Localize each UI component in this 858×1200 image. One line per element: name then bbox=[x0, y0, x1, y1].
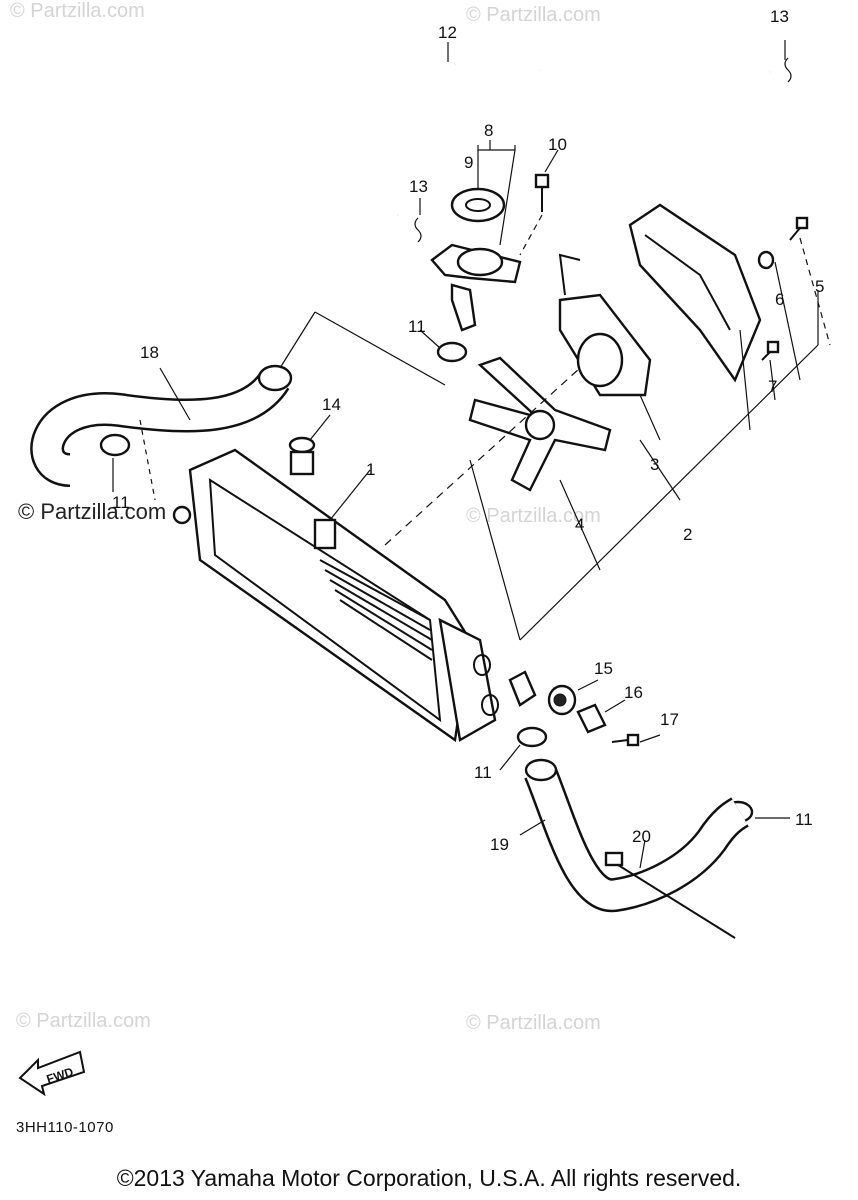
part-4-fan-blade bbox=[468, 356, 612, 492]
watermark-top-center: © Partzilla.com bbox=[466, 4, 601, 26]
leader-lines bbox=[112, 40, 831, 869]
callout-20: 20 bbox=[632, 827, 651, 846]
callout-1: 1 bbox=[366, 460, 375, 479]
watermark-mid-center: © Partzilla.com bbox=[466, 505, 601, 527]
callout-11-left: 11 bbox=[112, 493, 130, 512]
watermark-mid-left: © Partzilla.com bbox=[18, 499, 167, 524]
callout-11-mid: 11 bbox=[474, 763, 492, 782]
callout-2: 2 bbox=[683, 525, 692, 544]
part-10-bolt bbox=[534, 173, 550, 212]
part-15-grommet bbox=[547, 684, 577, 716]
watermark-top-left: © Partzilla.com bbox=[10, 0, 145, 22]
part-14-cap bbox=[288, 436, 316, 476]
part-12-hose bbox=[354, 61, 771, 218]
callout-15: 15 bbox=[594, 659, 613, 678]
callout-10: 10 bbox=[548, 135, 567, 154]
watermark-bottom-left: © Partzilla.com bbox=[16, 1010, 151, 1032]
part-20-cable-tie bbox=[604, 851, 736, 939]
part-7-bolt bbox=[761, 340, 780, 361]
part-5-bolt bbox=[789, 216, 809, 241]
copyright-notice: ©2013 Yamaha Motor Corporation, U.S.A. A… bbox=[116, 1165, 742, 1191]
part-13-clip-a bbox=[784, 57, 792, 83]
diagram-code: 3HH110-1070 bbox=[16, 1119, 114, 1136]
fwd-arrow-icon: FWD bbox=[18, 1050, 86, 1097]
callout-11-upper: 11 bbox=[408, 317, 426, 336]
part-17-bolt bbox=[611, 733, 640, 747]
callout-7: 7 bbox=[768, 377, 777, 396]
callout-13-top: 13 bbox=[770, 7, 789, 26]
callout-5: 5 bbox=[815, 277, 824, 296]
part-19-lower-hose bbox=[524, 758, 749, 913]
callout-11-right: 11 bbox=[795, 810, 813, 829]
radiator-mount-bracket bbox=[508, 670, 537, 707]
callout-16: 16 bbox=[624, 683, 643, 702]
part-2-shroud bbox=[628, 203, 762, 383]
callout-12: 12 bbox=[438, 23, 457, 42]
part-9-cap bbox=[450, 187, 506, 223]
callout-13-mid: 13 bbox=[409, 177, 428, 196]
part-11-clamp-left bbox=[99, 433, 131, 457]
callout-14: 14 bbox=[322, 395, 341, 414]
callout-18: 18 bbox=[140, 343, 159, 362]
watermark-bottom-center: © Partzilla.com bbox=[466, 1012, 601, 1034]
callout-6: 6 bbox=[775, 290, 784, 309]
callout-17: 17 bbox=[660, 710, 679, 729]
callout-numbers: 12 13 13 8 9 10 11 18 14 1 11 5 6 7 3 2 … bbox=[112, 7, 824, 854]
callout-8: 8 bbox=[484, 121, 493, 140]
part-11-clamp-mid bbox=[516, 726, 548, 748]
part-3-fan-motor bbox=[558, 253, 652, 397]
callout-9: 9 bbox=[464, 153, 473, 172]
part-18-upper-hose bbox=[30, 364, 293, 487]
part-11-clamp-upper bbox=[436, 341, 468, 363]
callout-4: 4 bbox=[575, 515, 584, 534]
part-16-collar bbox=[576, 703, 607, 734]
callout-3: 3 bbox=[650, 455, 659, 474]
part-8-filler-neck bbox=[430, 243, 522, 332]
part-1-radiator bbox=[172, 448, 499, 743]
part-13-clip-b bbox=[414, 217, 422, 243]
part-6-grommet bbox=[757, 250, 775, 270]
callout-19: 19 bbox=[490, 835, 509, 854]
